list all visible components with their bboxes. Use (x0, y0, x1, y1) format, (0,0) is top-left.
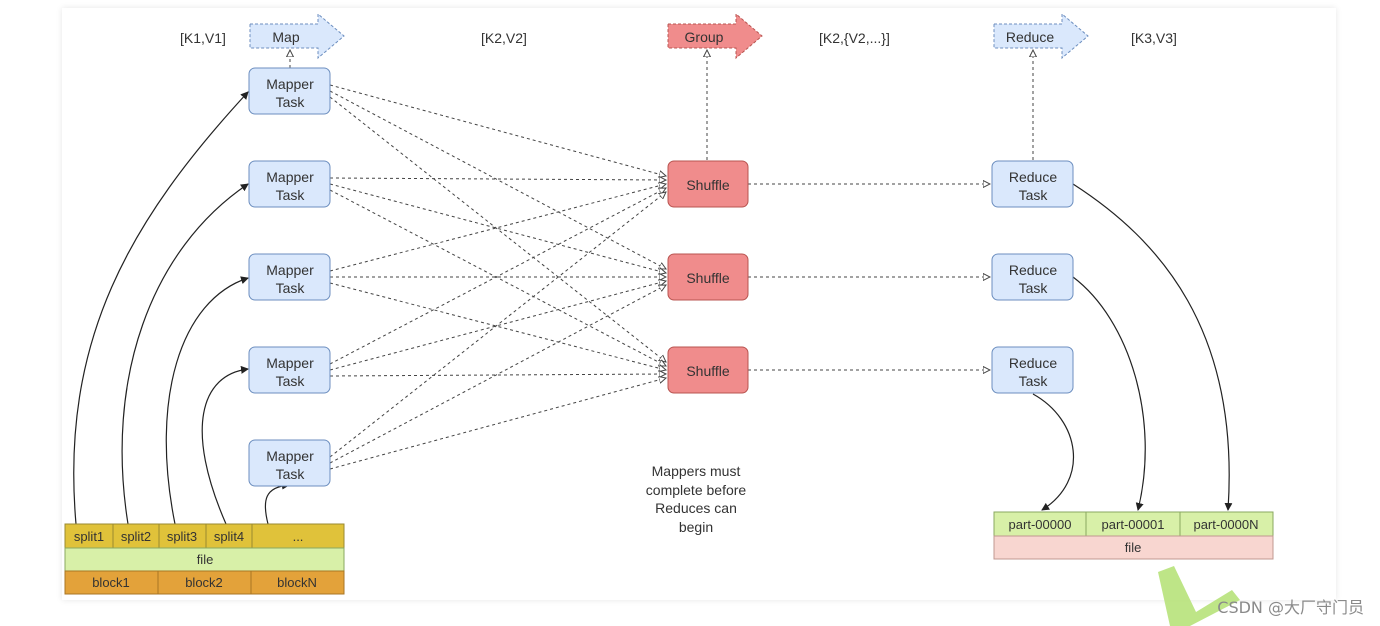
mapper-task-3-line2: Task (276, 280, 306, 296)
reduce1-to-partN-arrow (1072, 183, 1233, 511)
mapper1-shuffle3-line (329, 96, 666, 362)
kv-label-k2-list: [K2,{V2,...}] (819, 30, 890, 46)
reduce3-to-part0-arrow (1032, 393, 1075, 511)
mapper2-shuffle2-line (329, 183, 666, 273)
shuffle-box-2: Shuffle (667, 253, 749, 301)
mapper4-shuffle1-line (329, 188, 666, 365)
mapper-task-2-line1: Mapper (266, 169, 314, 185)
split3-cell (158, 523, 207, 549)
mapper-task-2: Mapper Task (248, 160, 331, 208)
reduce-task-1-line2: Task (1019, 187, 1049, 203)
blockN-cell (250, 570, 345, 595)
split2-label: split2 (121, 529, 151, 544)
mapper-reducer-note: Mappers must complete before Reduces can… (646, 463, 747, 535)
mapper-task-5: Mapper Task (248, 439, 331, 487)
partN-label: part-0000N (1193, 517, 1258, 532)
mapper-task-5-line2: Task (276, 466, 306, 482)
kv-label-k2v2: [K2,V2] (481, 30, 527, 46)
mapper5-shuffle3-line (329, 378, 666, 470)
mapper-task-2-line2: Task (276, 187, 306, 203)
split5-to-mapper5-arrow (264, 481, 290, 525)
part0-cell (993, 511, 1087, 537)
note-line-3: Reduces can (655, 500, 737, 516)
mapper2-shuffle3-line (329, 189, 666, 366)
reduce-task-2: Reduce Task (991, 253, 1074, 301)
shuffle-box-3: Shuffle (667, 346, 749, 394)
mapper4-shuffle3-line (329, 374, 666, 376)
mapper-shuffle-connections (329, 84, 666, 470)
blockN-label: blockN (277, 575, 317, 590)
split4-label: split4 (214, 529, 244, 544)
note-line-4: begin (679, 519, 713, 535)
mapper-task-5-line1: Mapper (266, 448, 314, 464)
part0-label: part-00000 (1009, 517, 1072, 532)
reduce-task-3-line1: Reduce (1009, 355, 1057, 371)
split2-to-mapper2-arrow (121, 183, 249, 525)
split5-label: ... (293, 529, 304, 544)
mapper-task-1-line2: Task (276, 94, 306, 110)
mapper-task-3: Mapper Task (248, 253, 331, 301)
mapper3-shuffle3-line (329, 282, 666, 370)
csdn-watermark: CSDN @大厂守门员 (1217, 598, 1364, 617)
mapper-task-4-line1: Mapper (266, 355, 314, 371)
note-line-1: Mappers must (652, 463, 741, 479)
mapper-task-3-line1: Mapper (266, 262, 314, 278)
split3-label: split3 (167, 529, 197, 544)
map-phase-label: Map (272, 29, 299, 45)
mapper-task-4: Mapper Task (248, 346, 331, 394)
mapper5-shuffle2-line (329, 285, 666, 464)
block2-label: block2 (185, 575, 223, 590)
shuffle-1-label: Shuffle (686, 177, 730, 193)
mapper-task-4-line2: Task (276, 373, 306, 389)
input-file: split1 split2 split3 split4 ... file blo… (64, 523, 345, 595)
block1-label: block1 (92, 575, 130, 590)
reduce-task-3-line2: Task (1019, 373, 1049, 389)
split2-cell (112, 523, 160, 549)
reduce-task-1: Reduce Task (991, 160, 1074, 208)
reduce-task-2-line2: Task (1019, 280, 1049, 296)
shuffle-box-1: Shuffle (667, 160, 749, 208)
shuffle-3-label: Shuffle (686, 363, 730, 379)
reduce-phase-label: Reduce (1006, 29, 1054, 45)
kv-label-k1v1: [K1,V1] (180, 30, 226, 46)
split5-cell (251, 523, 345, 549)
reduce-task-1-line1: Reduce (1009, 169, 1057, 185)
kv-label-k3v3: [K3,V3] (1131, 30, 1177, 46)
split3-to-mapper3-arrow (165, 276, 249, 525)
mapper-task-1-line1: Mapper (266, 76, 314, 92)
reduce-task-2-line1: Reduce (1009, 262, 1057, 278)
mapper1-shuffle2-line (329, 90, 666, 269)
reduce-phase-arrow: Reduce (993, 12, 1089, 60)
watermark-check-icon (1158, 566, 1240, 626)
split1-to-mapper1-arrow (73, 91, 249, 525)
map-phase-arrow: Map (249, 12, 345, 60)
output-file: part-00000 part-00001 part-0000N file (993, 511, 1274, 560)
split1-label: split1 (74, 529, 104, 544)
output-file-label: file (1125, 540, 1142, 555)
split4-to-mapper4-arrow (201, 365, 249, 525)
group-phase-arrow: Group (667, 12, 763, 60)
part1-cell (1085, 511, 1181, 537)
input-file-label: file (197, 552, 214, 567)
mapper2-shuffle1-line (329, 178, 666, 180)
mapper1-shuffle1-line (329, 84, 666, 176)
mapper4-shuffle2-line (329, 281, 666, 371)
mapper5-shuffle1-line (329, 192, 666, 458)
group-phase-label: Group (685, 29, 724, 45)
reduce2-to-part1-arrow (1072, 276, 1146, 511)
reduce-task-3: Reduce Task (991, 346, 1074, 394)
mapper-task-1: Mapper Task (248, 67, 331, 115)
note-line-2: complete before (646, 482, 747, 498)
output-file-bar (993, 535, 1274, 560)
part1-label: part-00001 (1102, 517, 1165, 532)
shuffle-2-label: Shuffle (686, 270, 730, 286)
mapper3-shuffle1-line (329, 184, 666, 272)
